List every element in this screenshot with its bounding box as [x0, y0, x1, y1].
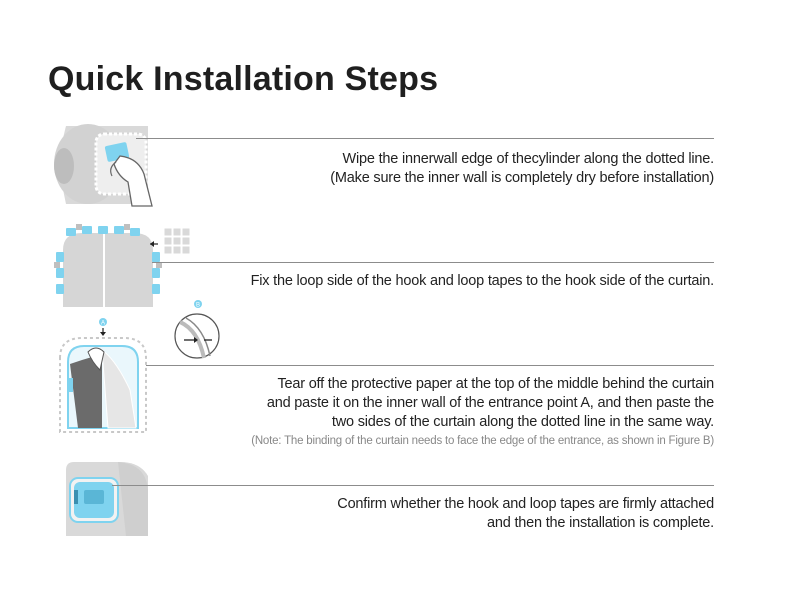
marker-b: B: [196, 303, 200, 309]
step-1-line-1: Wipe the innerwall edge of thecylinder a…: [342, 151, 715, 167]
step-2-line-1: Fix the loop side of the hook and loop t…: [250, 273, 715, 289]
step-3-illustration: A B: [52, 300, 224, 440]
step-3-line-1: Tear off the protective paper at the top…: [277, 376, 714, 392]
step-1-line-2: (Make sure the inner wall is completely …: [330, 170, 714, 186]
step-4-line-2: and then the installation is complete.: [487, 515, 714, 531]
step-4-text: Confirm whether the hook and loop tapes …: [337, 495, 714, 533]
step-4-divider: [112, 485, 714, 486]
step-3-note: (Note: The binding of the curtain needs …: [251, 435, 714, 447]
step-2-divider: [152, 262, 714, 263]
step-4-illustration: [60, 460, 160, 538]
step-4-line-1: Confirm whether the hook and loop tapes …: [337, 496, 714, 512]
step-2-illustration: [54, 222, 194, 318]
page-title: Quick Installation Steps: [48, 60, 439, 98]
step-3-divider: [146, 365, 714, 366]
step-2-text: Fix the loop side of the hook and loop t…: [250, 272, 715, 291]
step-3-line-2: and paste it on the inner wall of the en…: [266, 395, 714, 411]
step-3-text: Tear off the protective paper at the top…: [251, 375, 714, 450]
step-1-illustration: [48, 116, 158, 211]
step-1-divider: [136, 138, 714, 139]
step-3-line-3: two sides of the curtain along the dotte…: [331, 414, 714, 430]
marker-a: A: [101, 321, 105, 327]
step-1-text: Wipe the innerwall edge of thecylinder a…: [330, 150, 714, 188]
